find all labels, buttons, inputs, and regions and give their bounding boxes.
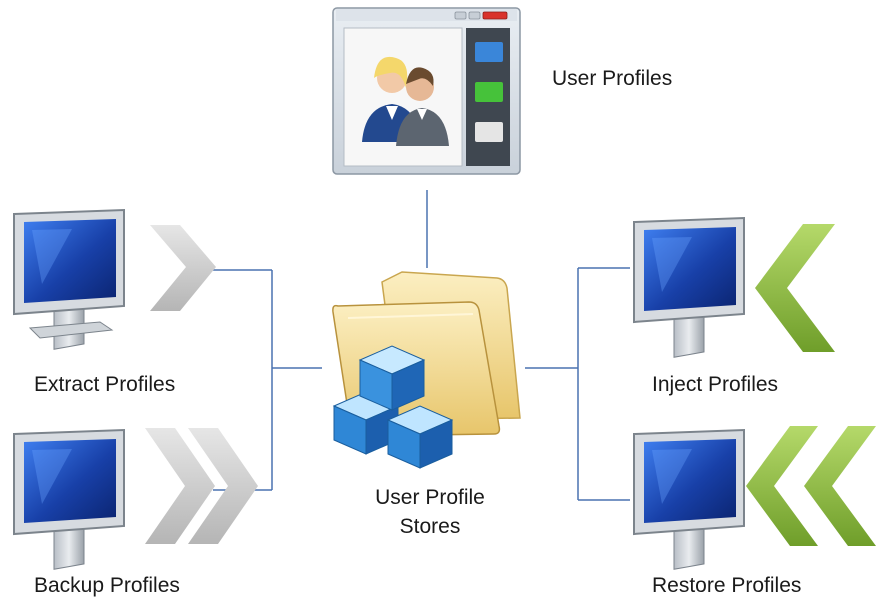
cubes-icon	[332, 345, 454, 469]
inject-profiles-label: Inject Profiles	[652, 373, 779, 396]
store-label-line1: User Profile	[375, 486, 485, 509]
profiles-window-icon	[332, 7, 521, 175]
store-label-line2: Stores	[399, 515, 461, 538]
extract-profiles-label: Extract Profiles	[34, 373, 176, 396]
arrow-right-icon	[150, 225, 216, 311]
folder-with-cubes-icon	[332, 271, 521, 469]
computer-backup-group	[13, 428, 258, 570]
double-arrow-right-icon	[145, 428, 258, 544]
computer-icon	[633, 216, 745, 358]
computer-icon	[13, 428, 125, 570]
computer-extract-group	[13, 208, 216, 350]
user-profiles-label: User Profiles	[552, 67, 673, 90]
store-label: User Profile Stores	[355, 483, 505, 541]
computer-icon	[633, 428, 745, 570]
double-arrow-left-icon	[746, 426, 876, 546]
arrow-left-icon	[755, 224, 835, 352]
connector-lines	[213, 190, 630, 501]
computer-restore-group	[633, 426, 876, 570]
computer-inject-group	[633, 216, 835, 358]
backup-profiles-label: Backup Profiles	[34, 574, 180, 597]
computer-icon	[13, 208, 125, 350]
restore-profiles-label: Restore Profiles	[652, 574, 802, 597]
